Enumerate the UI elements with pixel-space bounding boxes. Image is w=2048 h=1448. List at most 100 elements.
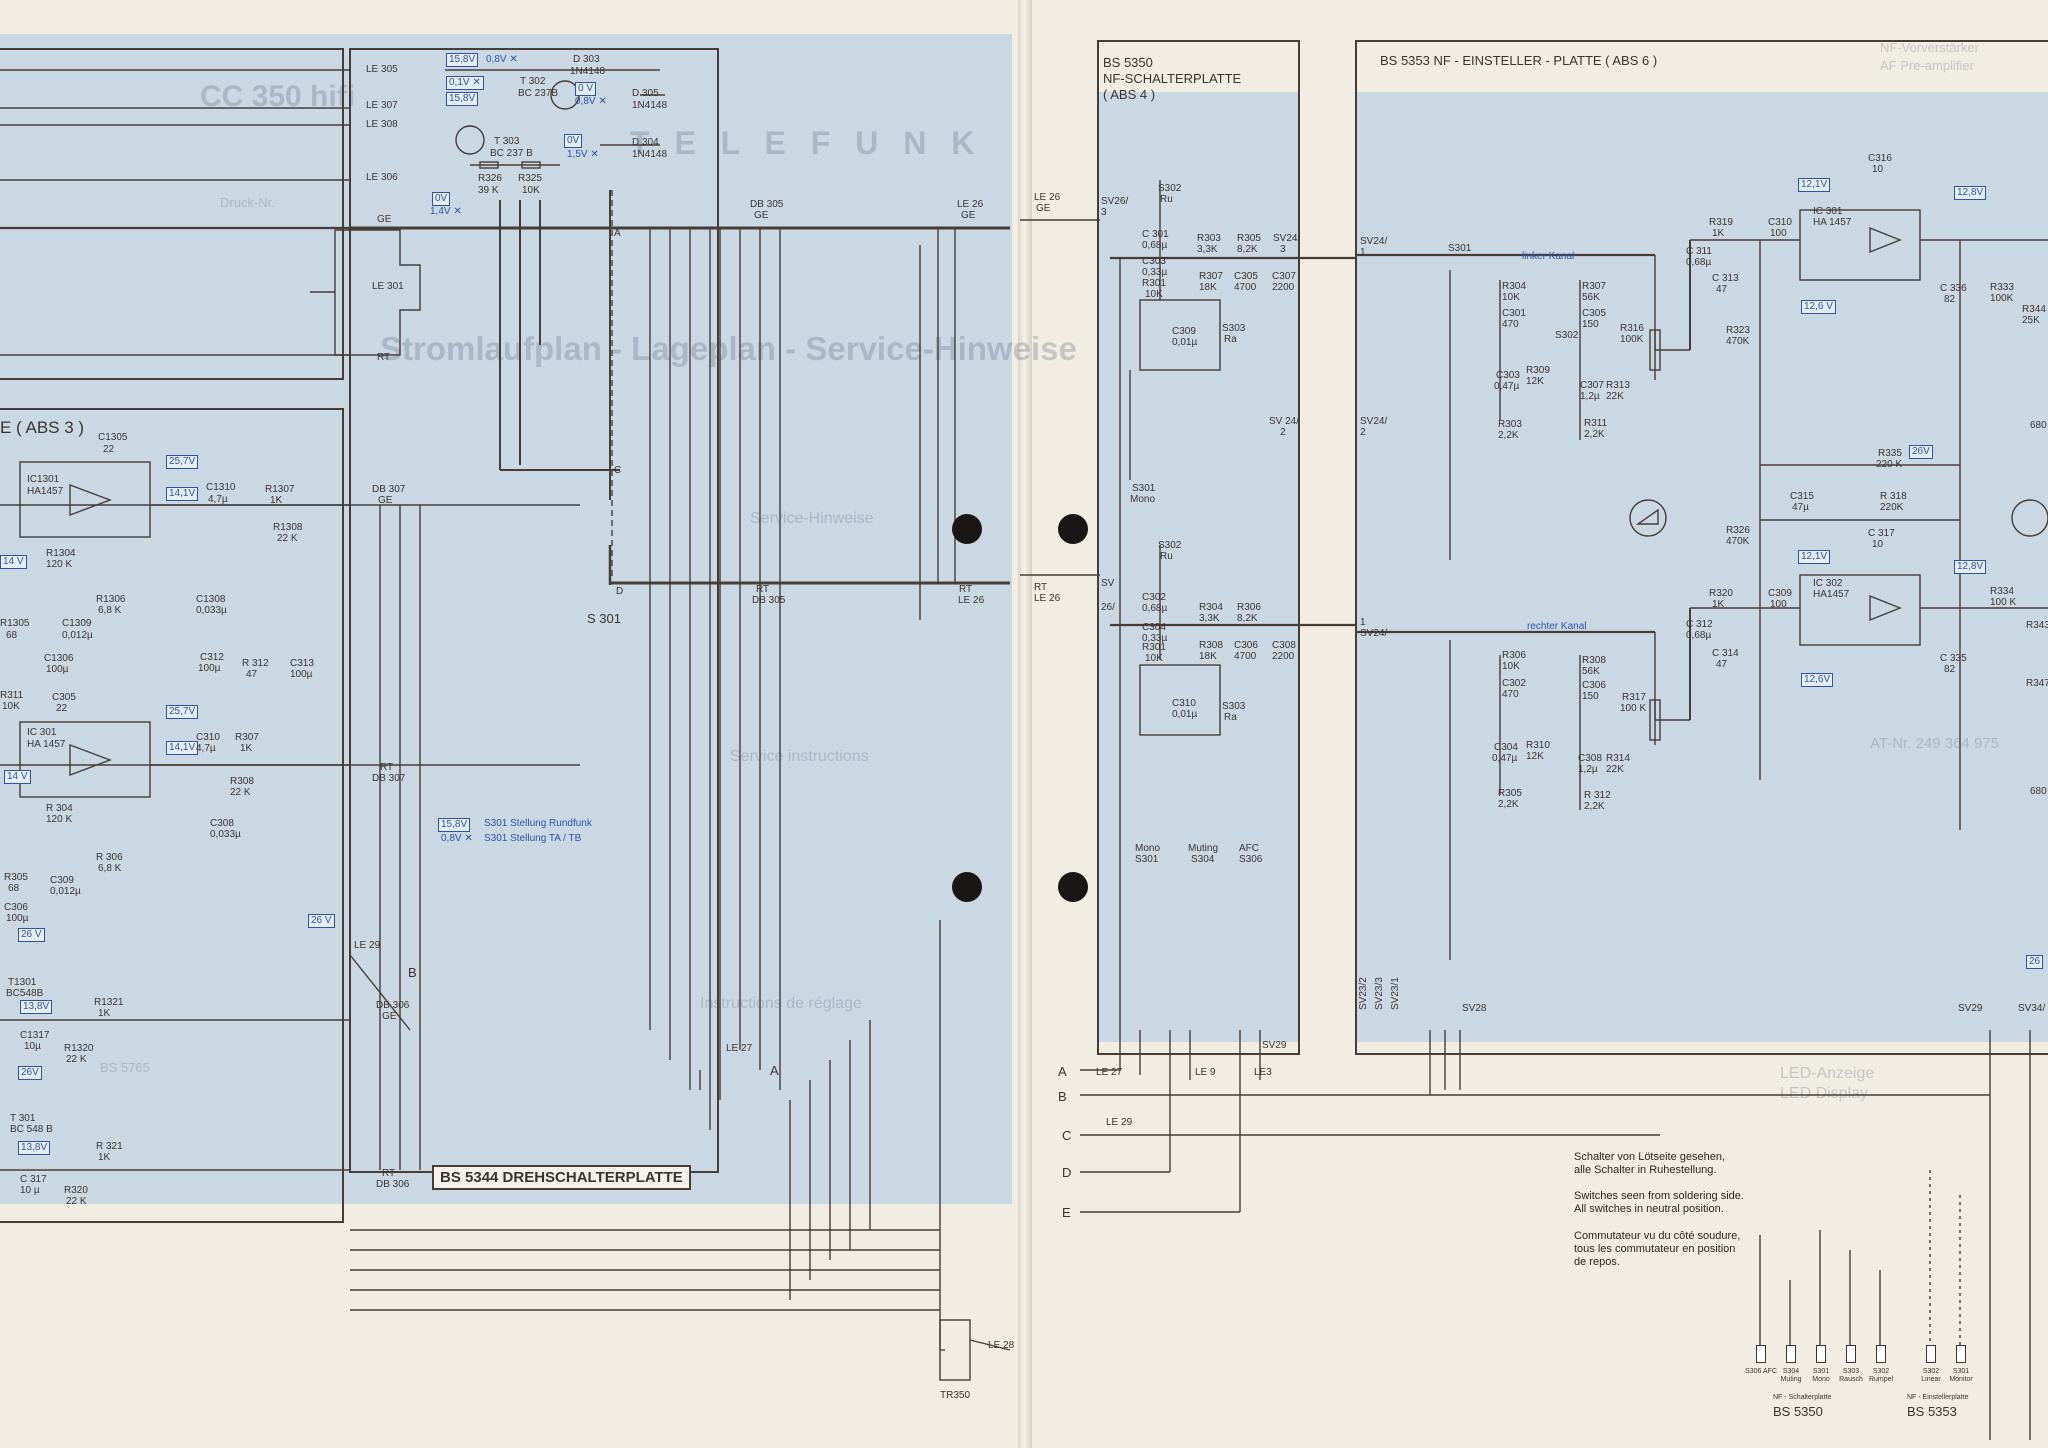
label: 4700 [1234,282,1257,293]
label: 1,2µ [1578,764,1598,775]
label: C 312 [1686,619,1713,630]
label: 2,2K [1498,799,1519,810]
channel-label: linker Kanal [1522,251,1575,262]
label: R306 [1237,602,1261,613]
label: C307 [1580,380,1604,391]
label: 10 [1872,164,1884,175]
label: HA 1457 [1813,217,1852,228]
label: R307 [1199,271,1223,282]
label: S303 [1222,323,1246,334]
legend-text: S301 Stellung Rundfunk [484,818,592,829]
label: 470 [1502,319,1519,330]
label: R 312 [242,658,269,669]
label: C310 [196,732,220,743]
switch-group-title: NF - Schalterplatte [1773,1394,1832,1401]
label: 0,012µ [62,630,93,641]
pin-label: B [1058,1089,1067,1104]
label: SV 24/ [1269,416,1300,427]
label: S302 [1158,183,1182,194]
bs5350-id: BS 5350 [1103,55,1153,70]
label: DB 307 [372,484,406,495]
label: 47 [1716,284,1728,295]
label: C 336 [1940,283,1967,294]
label: C306 [1582,680,1606,691]
label: TR350 [940,1390,971,1401]
switch-symbol [1786,1345,1796,1363]
label: 0,68µ [1142,603,1168,614]
label: S301 [1448,243,1472,254]
label: 100 [1770,599,1787,610]
pin-label: C [1062,1128,1072,1143]
label: BC 548 B [10,1124,53,1135]
label: R1304 [46,548,76,559]
label: 1K [240,743,253,754]
voltage-label: 14 V [0,555,27,569]
label: IC1301 [27,474,60,485]
label: 18K [1199,651,1217,662]
label: C309 [1172,326,1196,337]
label: 0,033µ [210,829,241,840]
bs5350-name: NF-SCHALTERPLATTE [1103,71,1242,86]
legend-voltage: 15,8V [438,818,471,832]
label: 0,01µ [1172,709,1198,720]
ghost-service1: Service-Hinweise [750,510,874,527]
pin-label: A [614,228,621,239]
label: R343 [2026,620,2048,631]
label: R319 [1709,217,1733,228]
label: R303 [1498,419,1522,430]
switch-symbol [1756,1345,1766,1363]
label: R 318 [1880,491,1907,502]
label: 0,01µ [1172,337,1198,348]
label: 680 [2030,786,2047,797]
label: C1310 [206,482,236,493]
label: RT [1034,582,1048,593]
label: 10 µ [20,1185,40,1196]
label: R1305 [0,618,30,629]
label: SV24/ [1360,416,1388,427]
label: C303 [1142,256,1166,267]
label: C315 [1790,491,1814,502]
label: 3,3K [1197,244,1218,255]
label: S303 [1222,701,1246,712]
ghost-service2: Service instructions [730,748,869,765]
label: C1305 [98,432,128,443]
label: 1K [1712,599,1725,610]
label: R344 [2022,304,2046,315]
label: 2,2K [1498,430,1519,441]
label: 100K [1990,293,2014,304]
label: 1K [1712,228,1725,239]
bs5353-title: BS 5353 NF - EINSTELLER - PLATTE ( ABS 6… [1380,53,1658,68]
label: DB 305 [750,199,784,210]
label: GE [961,210,976,221]
label: S302 [1158,540,1182,551]
label: 1K [98,1008,111,1019]
label: C308 [210,818,234,829]
label: R323 [1726,325,1750,336]
voltage-label: 12,6V [1801,673,1834,687]
label: 6,8 K [98,863,122,874]
label: RT [377,352,391,363]
switch-legend-label: S302 Linear [1921,1368,1941,1383]
label: C301 [1502,308,1526,319]
label: 220 K [1876,459,1903,470]
voltage-label: 26 V [308,914,335,928]
label: LE 26 [957,199,984,210]
label: 1N4148 [570,66,606,77]
voltage-label: 26 V [18,928,45,942]
binder-hole [952,514,982,544]
voltage-label: 0,1V ✕ [446,76,484,90]
switch-legend-label: S304 Muting [1780,1368,1802,1383]
label: IC 302 [1813,578,1843,589]
voltage-label: 12,1V [1798,178,1831,192]
label: S 301 [587,611,621,626]
label: C306 [1234,640,1258,651]
label: R308 [1582,655,1606,666]
label: R306 [1502,650,1526,661]
label: IC 301 [1813,206,1843,217]
label: C 317 [20,1174,47,1185]
label: 10 [1872,539,1884,550]
label: C308 [1272,640,1296,651]
label: 100 K [1990,597,2017,608]
label: R326 [1726,525,1750,536]
label: Mono [1135,843,1161,854]
